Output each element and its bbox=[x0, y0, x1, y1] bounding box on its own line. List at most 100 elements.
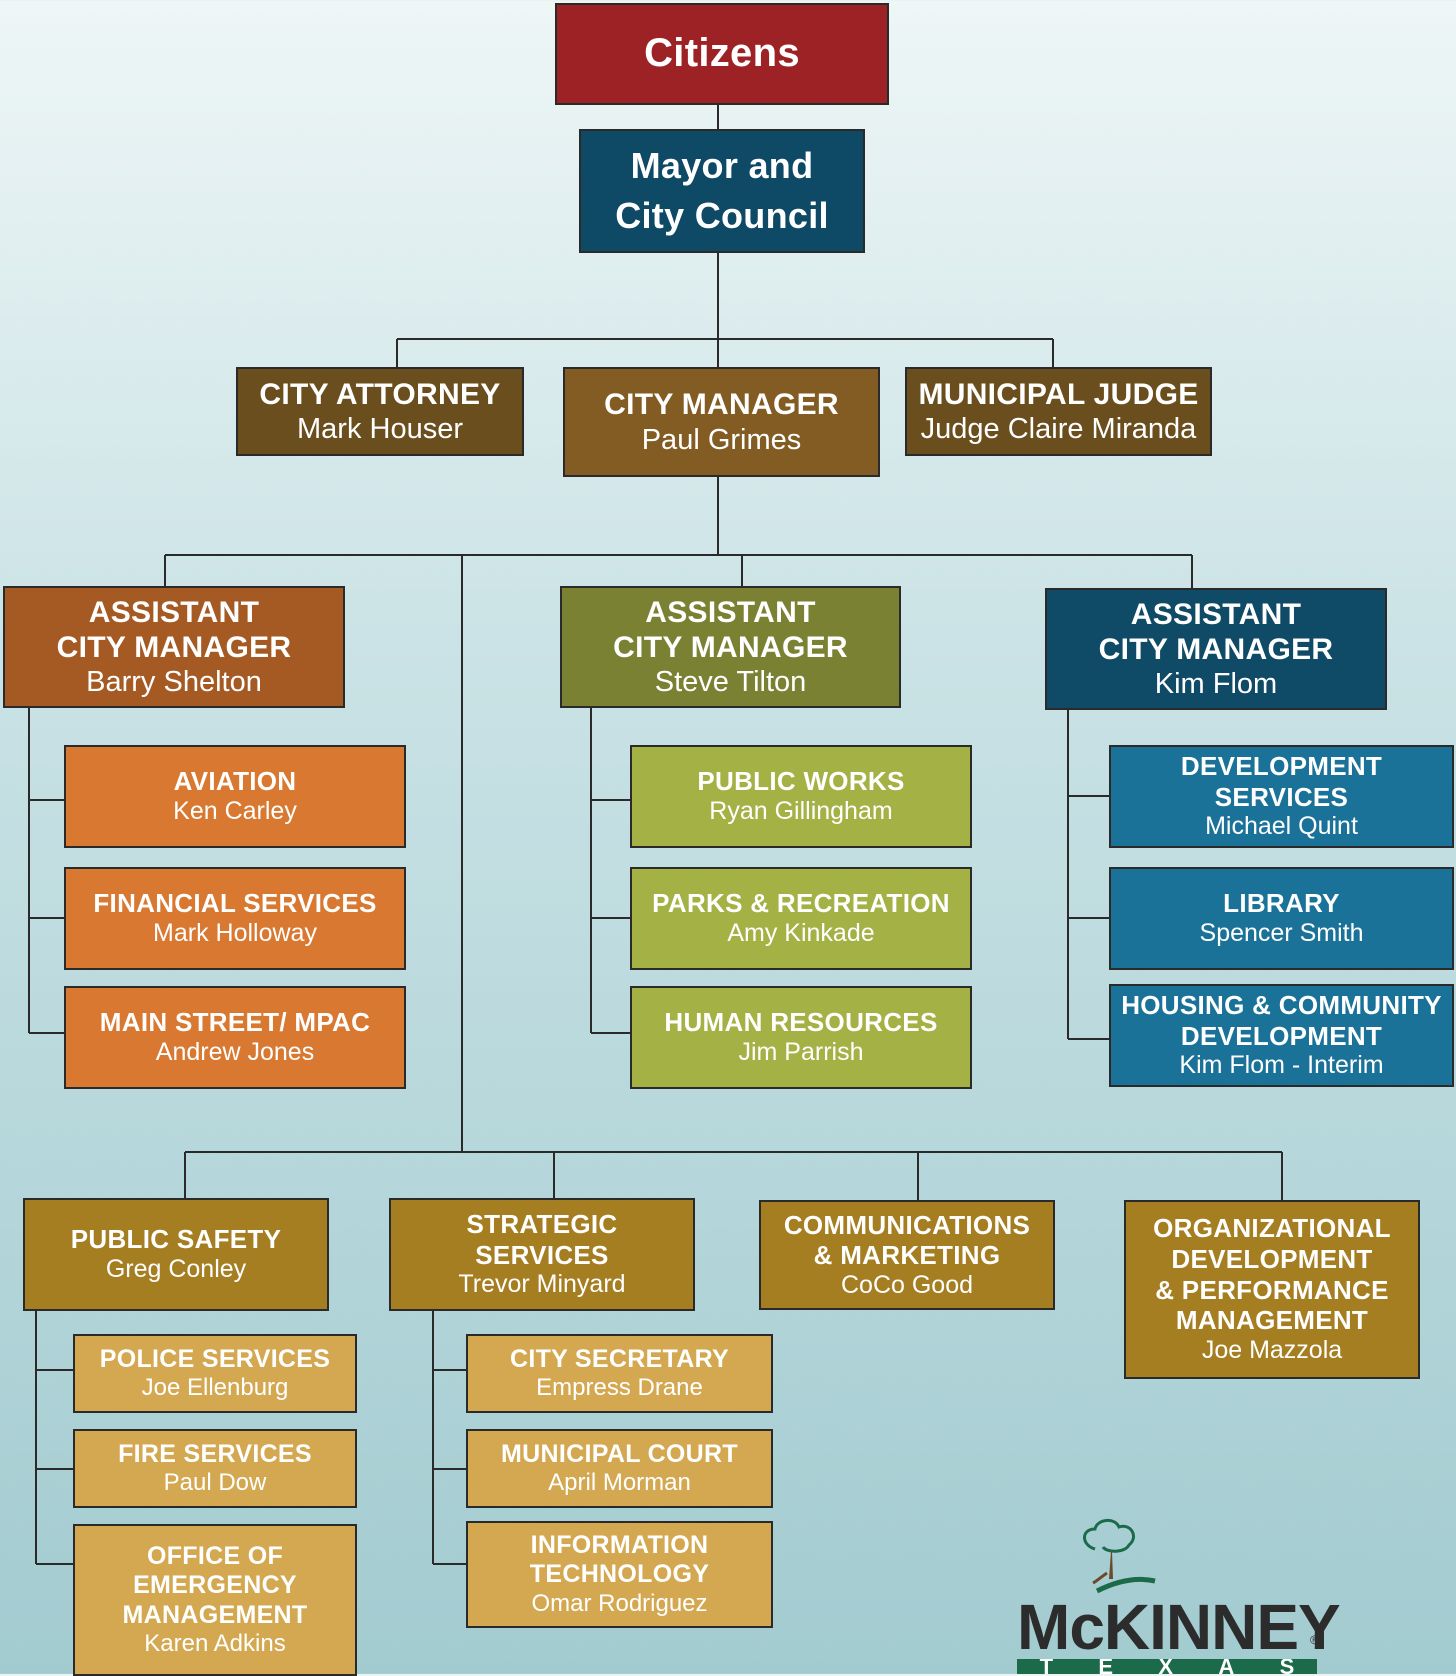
acm-flom-line2: CITY MANAGER bbox=[1098, 632, 1334, 666]
emergency-management-name: Karen Adkins bbox=[144, 1630, 286, 1658]
city-secretary-name: Empress Drane bbox=[536, 1374, 703, 1402]
library-title: LIBRARY bbox=[1223, 888, 1340, 919]
logo-texas-bar: T E X A S bbox=[1017, 1659, 1317, 1674]
municipal-court-title: MUNICIPAL COURT bbox=[501, 1439, 738, 1468]
parks-recreation-box: PARKS & RECREATION Amy Kinkade bbox=[630, 867, 972, 970]
main-street-name: Andrew Jones bbox=[155, 1038, 315, 1067]
parks-recreation-title: PARKS & RECREATION bbox=[652, 888, 950, 919]
citizens-box: Citizens bbox=[555, 3, 889, 105]
logo-letter-e: E bbox=[1098, 1659, 1114, 1674]
human-resources-box: HUMAN RESOURCES Jim Parrish bbox=[630, 986, 972, 1089]
municipal-court-name: April Morman bbox=[548, 1469, 691, 1497]
orgdev-line1: ORGANIZATIONAL bbox=[1153, 1213, 1391, 1244]
information-technology-line2: TECHNOLOGY bbox=[529, 1560, 710, 1589]
communications-marketing-box: COMMUNICATIONS & MARKETING CoCo Good bbox=[759, 1200, 1055, 1310]
housing-community-box: HOUSING & COMMUNITY DEVELOPMENT Kim Flom… bbox=[1109, 984, 1454, 1087]
public-works-name: Ryan Gillingham bbox=[709, 797, 893, 826]
police-services-name: Joe Ellenburg bbox=[141, 1374, 289, 1402]
citizens-title: Citizens bbox=[644, 31, 800, 76]
acm-flom-line1: ASSISTANT bbox=[1130, 597, 1302, 631]
aviation-name: Ken Carley bbox=[173, 797, 297, 826]
development-services-box: DEVELOPMENT SERVICES Michael Quint bbox=[1109, 745, 1454, 848]
main-street-title: MAIN STREET/ MPAC bbox=[99, 1007, 371, 1038]
emergency-management-line1: OFFICE OF bbox=[146, 1541, 284, 1570]
human-resources-name: Jim Parrish bbox=[738, 1038, 864, 1067]
acm-shelton-box: ASSISTANT CITY MANAGER Barry Shelton bbox=[3, 586, 345, 708]
acm-tilton-line2: CITY MANAGER bbox=[613, 630, 848, 664]
financial-services-box: FINANCIAL SERVICES Mark Holloway bbox=[64, 867, 406, 970]
strategic-services-line2: SERVICES bbox=[475, 1239, 609, 1270]
housing-community-name: Kim Flom - Interim bbox=[1179, 1051, 1384, 1080]
communications-line1: COMMUNICATIONS bbox=[783, 1209, 1031, 1240]
logo-wordmark: McKINNEY bbox=[1017, 1591, 1341, 1663]
development-services-line2: SERVICES bbox=[1214, 781, 1349, 812]
emergency-management-line2: EMERGENCY bbox=[133, 1571, 297, 1600]
acm-tilton-box: ASSISTANT CITY MANAGER Steve Tilton bbox=[560, 586, 901, 708]
acm-shelton-line2: CITY MANAGER bbox=[56, 630, 292, 664]
housing-community-line1: HOUSING & COMMUNITY bbox=[1121, 990, 1442, 1021]
library-box: LIBRARY Spencer Smith bbox=[1109, 867, 1454, 970]
logo-letter-x: X bbox=[1158, 1659, 1174, 1674]
communications-name: CoCo Good bbox=[840, 1270, 974, 1299]
information-technology-box: INFORMATION TECHNOLOGY Omar Rodriguez bbox=[466, 1521, 773, 1628]
orgdev-name: Joe Mazzola bbox=[1201, 1336, 1343, 1365]
municipal-court-box: MUNICIPAL COURT April Morman bbox=[466, 1429, 773, 1508]
mckinney-logo: McKINNEY ® T E X A S bbox=[1012, 1515, 1341, 1674]
tree-icon bbox=[1083, 1519, 1156, 1594]
police-services-title: POLICE SERVICES bbox=[99, 1344, 331, 1373]
municipal-judge-title: MUNICIPAL JUDGE bbox=[918, 377, 1199, 411]
emergency-management-box: OFFICE OF EMERGENCY MANAGEMENT Karen Adk… bbox=[73, 1524, 357, 1676]
city-attorney-box: CITY ATTORNEY Mark Houser bbox=[236, 367, 524, 456]
public-safety-title: PUBLIC SAFETY bbox=[70, 1224, 282, 1255]
aviation-title: AVIATION bbox=[173, 766, 297, 797]
city-secretary-title: CITY SECRETARY bbox=[509, 1344, 730, 1373]
city-attorney-title: CITY ATTORNEY bbox=[259, 377, 501, 411]
communications-line2: & MARKETING bbox=[813, 1240, 1001, 1271]
housing-community-line2: DEVELOPMENT bbox=[1180, 1020, 1383, 1051]
orgdev-line2: DEVELOPMENT bbox=[1171, 1244, 1373, 1275]
logo-registered-mark: ® bbox=[1310, 1633, 1319, 1647]
fire-services-name: Paul Dow bbox=[163, 1469, 267, 1497]
information-technology-line1: INFORMATION bbox=[530, 1530, 709, 1559]
public-safety-box: PUBLIC SAFETY Greg Conley bbox=[23, 1198, 329, 1311]
police-services-box: POLICE SERVICES Joe Ellenburg bbox=[73, 1334, 357, 1413]
main-street-box: MAIN STREET/ MPAC Andrew Jones bbox=[64, 986, 406, 1089]
municipal-judge-box: MUNICIPAL JUDGE Judge Claire Miranda bbox=[905, 367, 1212, 456]
financial-services-title: FINANCIAL SERVICES bbox=[93, 888, 377, 919]
acm-shelton-line1: ASSISTANT bbox=[88, 595, 260, 629]
financial-services-name: Mark Holloway bbox=[153, 919, 317, 948]
strategic-services-box: STRATEGIC SERVICES Trevor Minyard bbox=[389, 1198, 695, 1311]
logo-letter-a: A bbox=[1218, 1659, 1235, 1674]
acm-tilton-line1: ASSISTANT bbox=[645, 595, 816, 629]
human-resources-title: HUMAN RESOURCES bbox=[664, 1007, 938, 1038]
orgdev-line3: & PERFORMANCE bbox=[1155, 1274, 1389, 1305]
city-attorney-name: Mark Houser bbox=[297, 413, 463, 446]
municipal-judge-name: Judge Claire Miranda bbox=[920, 413, 1197, 446]
fire-services-title: FIRE SERVICES bbox=[118, 1439, 312, 1468]
city-manager-title: CITY MANAGER bbox=[604, 388, 839, 422]
public-safety-name: Greg Conley bbox=[105, 1255, 247, 1284]
organizational-development-box: ORGANIZATIONAL DEVELOPMENT & PERFORMANCE… bbox=[1124, 1200, 1420, 1379]
logo-letter-t: T bbox=[1039, 1659, 1054, 1674]
public-works-title: PUBLIC WORKS bbox=[697, 766, 905, 797]
acm-tilton-name: Steve Tilton bbox=[654, 666, 807, 699]
mayor-line1: Mayor and bbox=[630, 144, 814, 186]
city-manager-box: CITY MANAGER Paul Grimes bbox=[563, 367, 880, 477]
mayor-line2: City Council bbox=[615, 195, 829, 236]
parks-recreation-name: Amy Kinkade bbox=[727, 919, 875, 948]
public-works-box: PUBLIC WORKS Ryan Gillingham bbox=[630, 745, 972, 848]
emergency-management-line3: MANAGEMENT bbox=[122, 1600, 308, 1629]
development-services-name: Michael Quint bbox=[1205, 812, 1358, 841]
aviation-box: AVIATION Ken Carley bbox=[64, 745, 406, 848]
acm-flom-name: Kim Flom bbox=[1154, 668, 1278, 701]
development-services-line1: DEVELOPMENT bbox=[1180, 751, 1383, 782]
strategic-services-line1: STRATEGIC bbox=[466, 1209, 618, 1240]
orgdev-line4: MANAGEMENT bbox=[1175, 1305, 1369, 1336]
mayor-council-box: Mayor and City Council bbox=[579, 129, 865, 253]
acm-shelton-name: Barry Shelton bbox=[86, 666, 262, 699]
fire-services-box: FIRE SERVICES Paul Dow bbox=[73, 1429, 357, 1508]
library-name: Spencer Smith bbox=[1199, 919, 1364, 948]
city-secretary-box: CITY SECRETARY Empress Drane bbox=[466, 1334, 773, 1413]
strategic-services-name: Trevor Minyard bbox=[458, 1270, 626, 1299]
